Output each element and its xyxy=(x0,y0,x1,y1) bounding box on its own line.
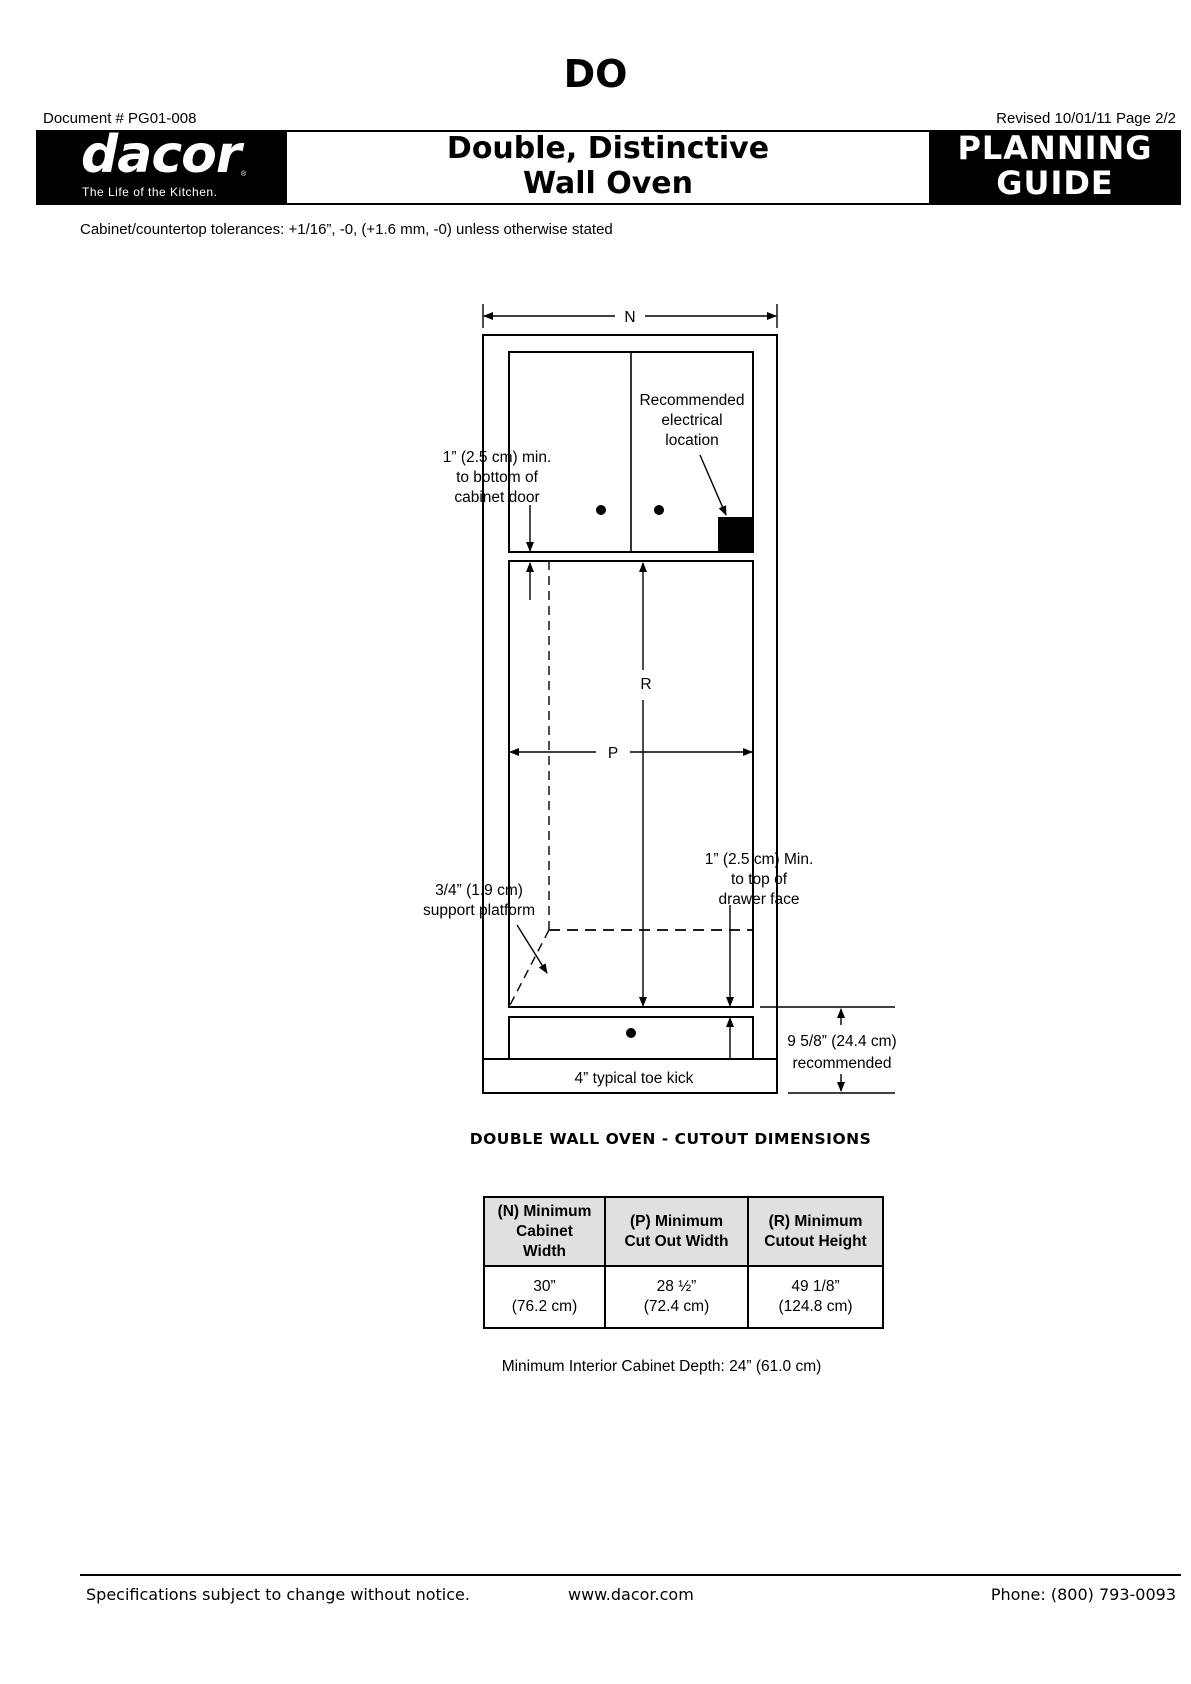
door-gap-label-1: 1” (2.5 cm) min. xyxy=(443,449,552,466)
logo-tagline: The Life of the Kitchen. xyxy=(82,185,218,199)
footer-rule xyxy=(80,1574,1181,1576)
label-p: P xyxy=(608,745,618,762)
label-r: R xyxy=(640,676,651,693)
document-number: Document # PG01-008 xyxy=(43,110,197,127)
platform-leader xyxy=(516,924,548,974)
table-row: 30” (76.2 cm) 28 ½” (72.4 cm) 49 1/8” (1… xyxy=(483,1265,884,1329)
electrical-label-3: location xyxy=(665,432,718,449)
electrical-label-2: electrical xyxy=(661,412,722,429)
electrical-leader xyxy=(699,454,727,516)
drawer-knob xyxy=(626,1028,636,1038)
table-header-row: (N) Minimum Cabinet Width (P) Minimum Cu… xyxy=(483,1196,884,1267)
value-p: 28 ½” (72.4 cm) xyxy=(604,1265,749,1329)
label-n: N xyxy=(624,309,635,326)
value-r: 49 1/8” (124.8 cm) xyxy=(747,1265,884,1329)
door-knob-left xyxy=(596,505,606,515)
value-n: 30” (76.2 cm) xyxy=(483,1265,606,1329)
revision-date: Revised 10/01/11 Page 2/2 xyxy=(996,110,1176,127)
header-p: (P) Minimum Cut Out Width xyxy=(604,1196,749,1267)
planning-guide-line2: GUIDE xyxy=(996,164,1114,202)
electrical-box xyxy=(718,517,752,551)
drawer-gap-label-1: 1” (2.5 cm) Min. xyxy=(705,851,814,868)
electrical-label-1: Recommended xyxy=(639,392,744,409)
drawer-gap-label-2: to top of xyxy=(731,871,788,888)
header-r: (R) Minimum Cutout Height xyxy=(747,1196,884,1267)
cutout-dimensions-table: (N) Minimum Cabinet Width (P) Minimum Cu… xyxy=(483,1196,884,1329)
toe-kick-label: 4” typical toe kick xyxy=(575,1070,694,1087)
footer-disclaimer: Specifications subject to change without… xyxy=(86,1585,470,1604)
height-label-2: recommended xyxy=(792,1055,891,1072)
product-title-line1: Double, Distinctive xyxy=(446,131,770,166)
dacor-logo: dacor ® The Life of the Kitchen. xyxy=(36,125,287,205)
platform-label-1: 3/4” (1.9 cm) xyxy=(435,882,523,899)
header-bottom-rule xyxy=(36,203,1181,205)
diagram-caption: DOUBLE WALL OVEN - CUTOUT DIMENSIONS xyxy=(469,1130,872,1148)
product-title: Double, Distinctive Wall Oven xyxy=(287,131,929,205)
cutout-opening xyxy=(508,560,754,1008)
tolerances-note: Cabinet/countertop tolerances: +1/16”, -… xyxy=(80,221,613,238)
door-knob-right xyxy=(654,505,664,515)
registered-mark: ® xyxy=(241,171,247,178)
footer-phone: Phone: (800) 793-0093 xyxy=(990,1585,1176,1604)
platform-label-2: support platform xyxy=(423,902,535,919)
height-label-1: 9 5/8” (24.4 cm) xyxy=(787,1033,896,1050)
product-title-line2: Wall Oven xyxy=(522,166,694,201)
cutout-diagram: N R P Recommended electrical location 1”… xyxy=(423,304,897,1094)
depth-note: Minimum Interior Cabinet Depth: 24” (61.… xyxy=(501,1358,822,1375)
door-gap-label-3: cabinet door xyxy=(454,489,539,506)
cabinet-outline xyxy=(482,334,778,1094)
header-n: (N) Minimum Cabinet Width xyxy=(483,1196,606,1267)
logo-word: dacor xyxy=(81,125,242,185)
platform-dashed-diagonal xyxy=(508,929,550,1008)
model-code: DO xyxy=(563,52,628,96)
door-gap-label-2: to bottom of xyxy=(456,469,539,486)
planning-guide-line1: PLANNING xyxy=(957,129,1153,167)
footer-website: www.dacor.com xyxy=(568,1585,694,1604)
drawer-gap-label-3: drawer face xyxy=(719,891,800,908)
header-top-rule xyxy=(36,130,1181,132)
planning-guide-badge: PLANNING GUIDE xyxy=(929,131,1181,205)
